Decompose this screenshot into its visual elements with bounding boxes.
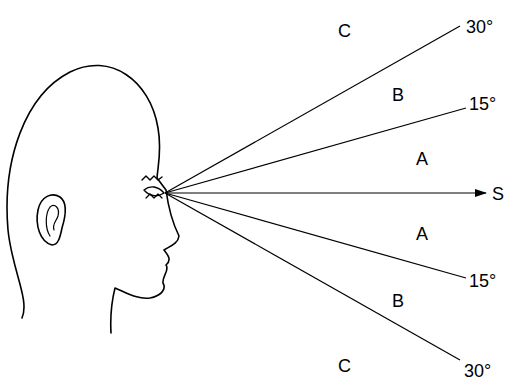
sight-axis-letter: S (492, 185, 504, 203)
zone-letter: B (392, 86, 404, 104)
sight-line-15-down (165, 193, 466, 278)
ear (37, 195, 65, 245)
angle-label: 30° (464, 362, 491, 380)
eyebrow (142, 176, 162, 180)
head-outline (7, 65, 179, 333)
zone-letter: C (338, 357, 351, 375)
angle-label: 15° (469, 95, 496, 113)
zone-letter: A (416, 150, 428, 168)
eye (144, 187, 164, 196)
angle-label: 15° (469, 272, 496, 290)
sight-line-30-down (165, 193, 460, 360)
zone-letter: B (392, 292, 404, 310)
zone-letter: A (416, 225, 428, 243)
zone-letter: C (338, 22, 351, 40)
angle-label: 30° (466, 18, 493, 36)
sight-line-centre (165, 192, 486, 193)
sight-line-15-up (165, 108, 466, 193)
lash (146, 194, 162, 198)
sight-line-30-up (165, 26, 460, 193)
ear-inner (46, 206, 58, 236)
